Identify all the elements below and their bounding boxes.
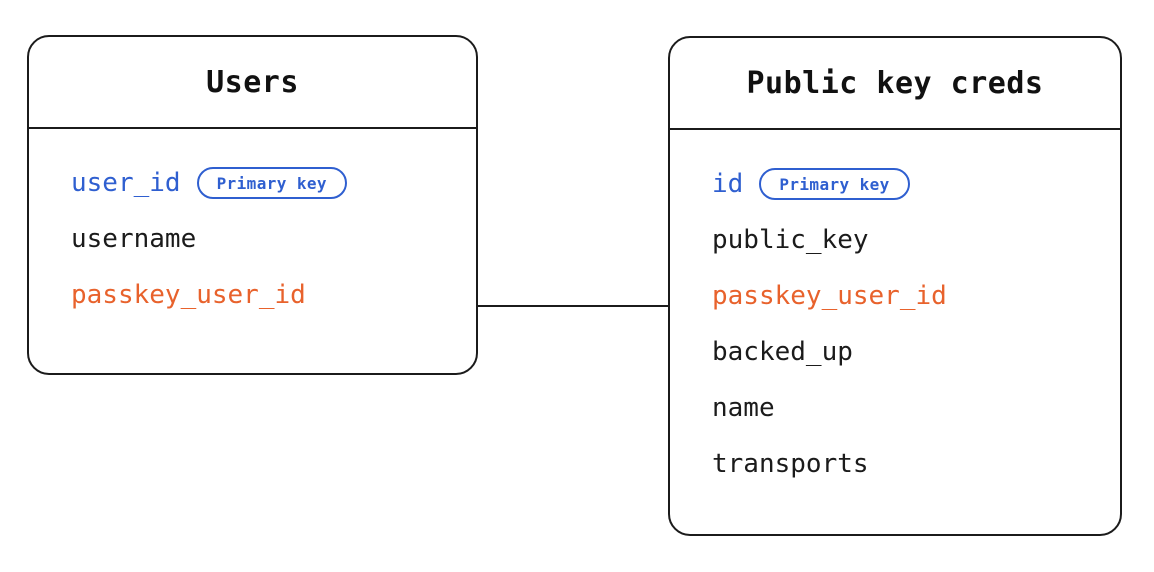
field-row[interactable]: username [29,211,476,267]
primary-key-badge: Primary key [759,168,910,200]
entity-title: Users [206,64,299,100]
field-name: username [71,224,197,254]
field-row[interactable]: backed_up [670,324,1120,380]
field-name: name [712,393,775,423]
entity-header-users: Users [29,37,476,129]
field-row[interactable]: id Primary key [670,156,1120,212]
entity-title: Public key creds [746,65,1044,101]
field-name: passkey_user_id [71,280,306,310]
entity-card-users[interactable]: Users user_id Primary key username passkey_u… [27,35,478,375]
relationship-connector-users-to-creds [478,305,670,307]
field-name: id [712,169,744,199]
entity-field-list-users: user_id Primary key username passkey_user_i… [29,129,476,323]
field-row[interactable]: passkey_user_id [29,267,476,323]
field-name: public_key [712,225,869,255]
field-row[interactable]: passkey_user_id [670,268,1120,324]
primary-key-badge-label: Primary key [779,174,890,194]
field-row[interactable]: user_id Primary key [29,155,476,211]
field-name: passkey_user_id [712,281,947,311]
primary-key-badge: Primary key [196,167,347,199]
field-row[interactable]: transports [670,436,1120,492]
primary-key-badge-label: Primary key [216,173,327,193]
field-name: backed_up [712,337,853,367]
field-name: transports [712,449,869,479]
field-name: user_id [71,168,181,198]
field-row[interactable]: public_key [670,212,1120,268]
field-row[interactable]: name [670,380,1120,436]
entity-header-public-key-creds: Public key creds [670,38,1120,130]
